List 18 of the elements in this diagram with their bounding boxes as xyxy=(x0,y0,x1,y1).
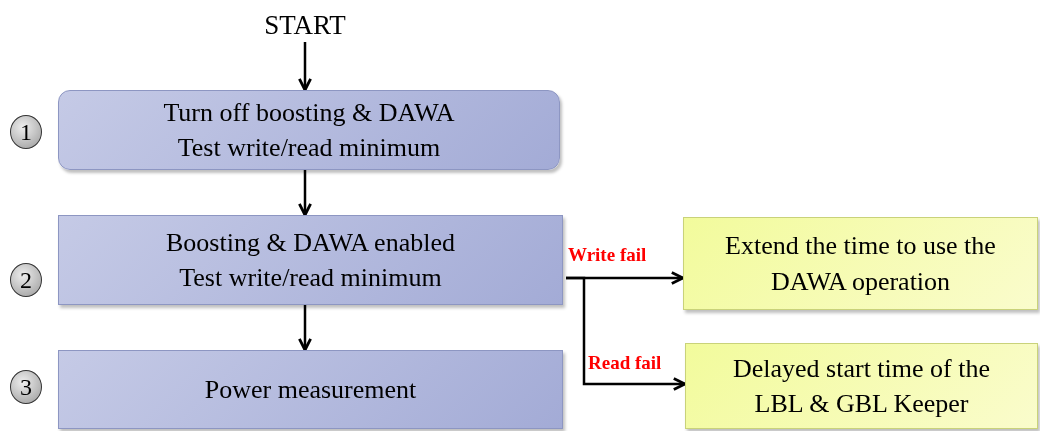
step-number: 1 xyxy=(10,115,42,149)
start-label: START xyxy=(264,9,346,41)
action-box xyxy=(683,217,1038,310)
process-box xyxy=(58,90,560,170)
process-box xyxy=(58,215,563,305)
step-number: 3 xyxy=(10,370,42,404)
box-text: Boosting & DAWA enabled Test write/read minimum xyxy=(165,226,456,294)
arrow xyxy=(566,276,687,391)
arrow xyxy=(298,170,312,217)
action-box xyxy=(685,343,1038,429)
arrow xyxy=(298,42,312,92)
box-text: Turn off boosting & DAWA Test write/read minimum xyxy=(162,96,456,164)
box-text: Power measurement xyxy=(204,373,417,406)
box-text: Delayed start time of the LBL & GBL Keeper xyxy=(732,352,991,420)
box-text: Extend the time to use the DAWA operation xyxy=(724,230,997,298)
step-number: 2 xyxy=(10,263,42,297)
process-box xyxy=(58,350,563,429)
arrow xyxy=(298,305,312,352)
